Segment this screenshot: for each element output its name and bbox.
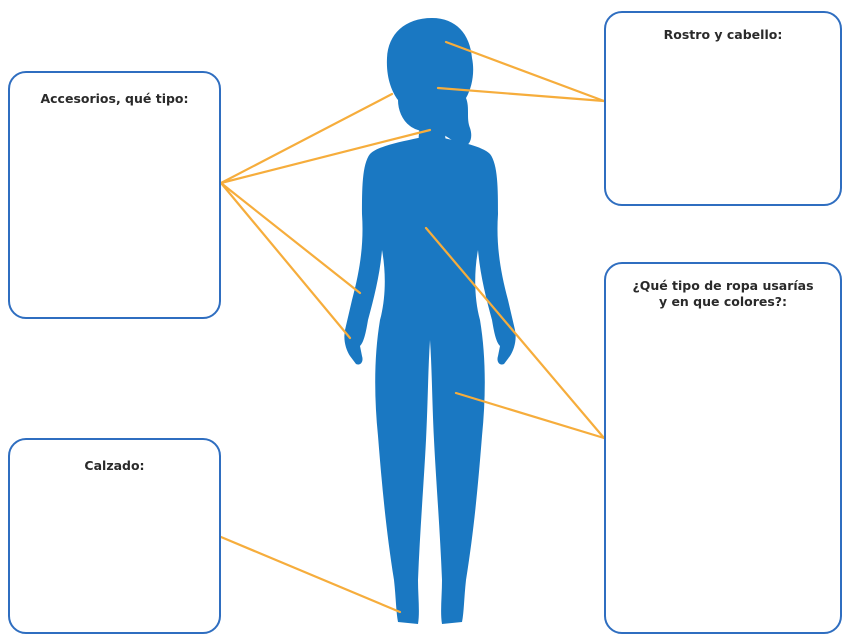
- clothing-box[interactable]: ¿Qué tipo de ropa usarías y en que color…: [604, 262, 842, 634]
- footwear-box[interactable]: Calzado:: [8, 438, 221, 634]
- accessories-label: Accesorios, qué tipo:: [10, 91, 219, 107]
- connector-accessories-4: [221, 183, 350, 338]
- footwear-label: Calzado:: [10, 458, 219, 474]
- face-hair-box[interactable]: Rostro y cabello:: [604, 11, 842, 206]
- connector-accessories-3: [221, 183, 360, 293]
- connector-footwear: [221, 537, 400, 612]
- female-silhouette: [344, 18, 515, 624]
- clothing-label: ¿Qué tipo de ropa usarías y en que color…: [606, 278, 840, 310]
- body: [344, 138, 515, 624]
- face-hair-label: Rostro y cabello:: [606, 27, 840, 43]
- accessories-box[interactable]: Accesorios, qué tipo:: [8, 71, 221, 319]
- clothing-label-line2: y en que colores?:: [606, 294, 840, 310]
- clothing-label-line1: ¿Qué tipo de ropa usarías: [606, 278, 840, 294]
